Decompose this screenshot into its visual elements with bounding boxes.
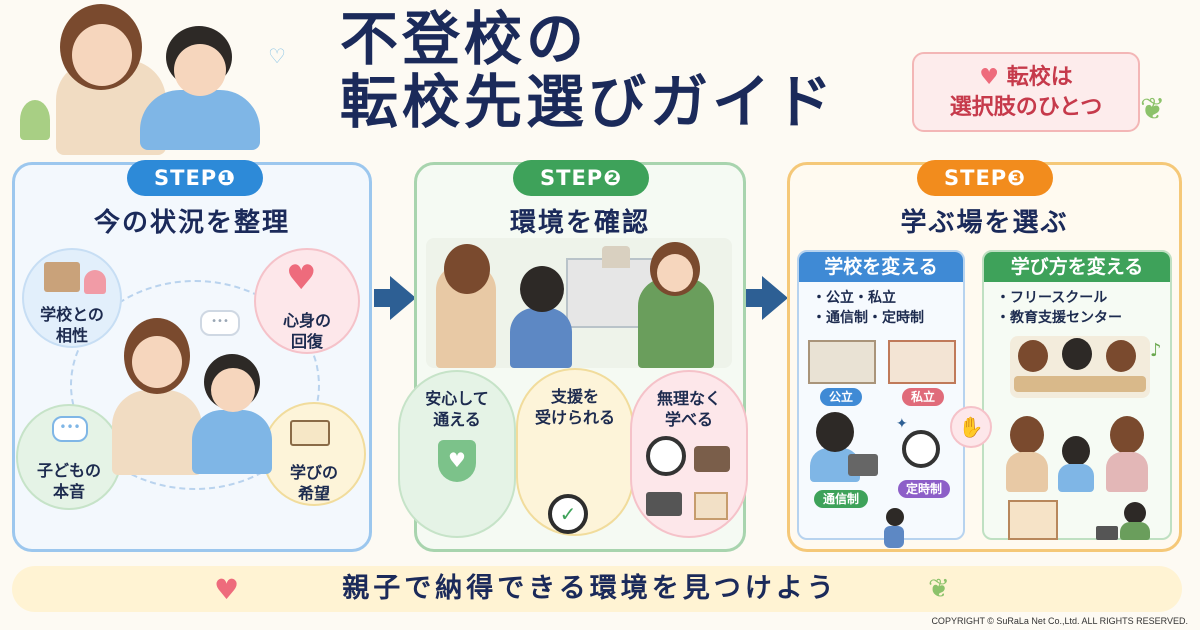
compatibility-item: 学校との相性 (22, 248, 122, 348)
night-clock-icon (902, 430, 940, 468)
home-icon (1008, 500, 1058, 540)
bottom-message: 親子で納得できる環境を見つけよう (342, 573, 838, 604)
magnifier-check-icon: ✓ (548, 494, 588, 534)
tagline-box: ♥ 転校は 選択肢のひとつ (912, 52, 1140, 132)
school-icon (44, 262, 80, 292)
step2-badge: STEP❷ (513, 160, 649, 196)
person-icon (84, 270, 106, 294)
public-school-icon (808, 340, 876, 384)
heart-icon-bottom: ♥ (214, 573, 240, 606)
laptop-icon (646, 492, 682, 516)
support-center-illustration (1006, 412, 1156, 492)
broken-heart-icon: ♥ (286, 258, 317, 298)
walking-child-icon (880, 508, 908, 556)
book-icon (290, 420, 330, 446)
handshake-icon: ✋ (950, 406, 992, 448)
bottom-banner (12, 566, 1182, 612)
step3-badge: STEP❸ (917, 160, 1053, 196)
step1-badge: STEP❶ (127, 160, 263, 196)
public-label: 公立 (820, 388, 862, 406)
change-learning-bullet-1: ・フリースクール (996, 290, 1108, 306)
learning-hope-item: 学びの希望 (262, 402, 366, 506)
step1-title: 今の状況を整理 (93, 208, 290, 238)
header-illustration: ♡ (20, 0, 286, 155)
title-line-1: 不登校の (340, 5, 589, 73)
sprout-icon: ❦ (1140, 92, 1166, 127)
online-student-illustration (806, 412, 880, 482)
parent-child-illustration: ••• (112, 310, 277, 480)
page-title: 不登校の 転校先選びガイド (340, 8, 900, 133)
change-learning-heading: 学び方を変える (984, 252, 1170, 282)
private-label: 私立 (902, 388, 944, 406)
free-school-illustration (1010, 336, 1150, 398)
tagline-line-2: 選択肢のひとつ (949, 95, 1103, 120)
change-learning-bullet-2: ・教育支援センター (996, 310, 1122, 326)
sprout-icon-bottom: ❦ (928, 574, 950, 604)
change-school-heading: 学校を変える (799, 252, 963, 282)
clock-icon (646, 436, 686, 476)
recovery-item: 心身の回復 (254, 248, 360, 354)
shield-heart-icon: ♥ (438, 440, 476, 482)
change-school-bullet-2: ・通信制・定時制 (812, 310, 924, 326)
support-item: 支援を受けられる (516, 368, 634, 536)
sparkle-icon: ✦ (896, 416, 908, 432)
step2-title: 環境を確認 (509, 208, 650, 238)
speech-bubble-icon: ••• (52, 416, 88, 442)
title-line-2: 転校先選びガイド (340, 67, 837, 136)
home-study-illustration (1096, 502, 1150, 540)
part-time-label: 定時制 (898, 480, 950, 498)
tagline-line-1: ♥ 転校は (979, 65, 1073, 90)
correspondence-label: 通信制 (814, 490, 868, 508)
heart-icon: ♥ (979, 65, 1000, 90)
music-note-icon: ♪ (1150, 340, 1162, 361)
private-school-icon (888, 340, 956, 384)
house-icon (694, 492, 728, 520)
school-visit-illustration (426, 238, 732, 368)
dashed-ring (70, 280, 320, 490)
change-school-bullet-1: ・公立・私立 (812, 290, 896, 306)
bus-icon (694, 446, 730, 472)
copyright: COPYRIGHT © SuRaLa Net Co.,Ltd. ALL RIGH… (931, 616, 1188, 626)
step3-title: 学ぶ場を選ぶ (900, 208, 1069, 238)
